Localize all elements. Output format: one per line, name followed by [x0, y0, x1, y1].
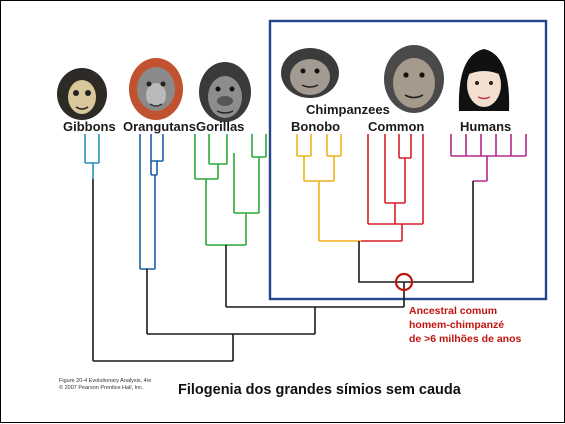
slide-caption: Filogenia dos grandes símios sem cauda [178, 382, 461, 398]
gorilla-face-icon [199, 62, 251, 122]
orangutans-clade [139, 134, 164, 270]
label-gibbons: Gibbons [63, 119, 116, 134]
humans-clade [450, 134, 527, 182]
tree-trunk [92, 179, 474, 362]
common-chimp-face-icon [384, 45, 444, 113]
credit-line-1: Figure 20-4 Evolutionary Analysis, 4/e [59, 378, 152, 384]
label-gorillas: Gorillas [196, 119, 245, 134]
annotation-line-2: homem-chimpanzé [409, 319, 505, 331]
label-humans: Humans [460, 119, 512, 134]
bonobo-clade [296, 134, 342, 241]
orangutan-face-icon [129, 58, 183, 120]
common-ancestor-marker [394, 272, 414, 292]
annotation-line-3: de >6 milhões de anos [409, 333, 522, 345]
figure-credit: Figure 20-4 Evolutionary Analysis, 4/e ©… [59, 378, 151, 392]
common-chimp-clade [367, 134, 424, 241]
ancestor-annotation: Ancestral comum homem-chimpanzé de >6 mi… [409, 304, 521, 346]
label-bonobo: Bonobo [291, 119, 341, 134]
label-orangutans: Orangutans [123, 119, 196, 134]
gibbons-clade [84, 134, 100, 179]
chimp-human-frame [268, 19, 548, 301]
gorillas-clade [194, 134, 267, 246]
gibbon-face-icon [57, 68, 107, 120]
label-chimpanzees: Chimpanzees [306, 102, 390, 117]
human-face-icon [458, 49, 510, 111]
label-common: Common [368, 119, 425, 134]
annotation-line-1: Ancestral comum [409, 305, 498, 317]
bonobo-face-icon [281, 48, 339, 98]
credit-line-2: © 2007 Pearson Prentice Hall, Inc. [59, 385, 144, 391]
